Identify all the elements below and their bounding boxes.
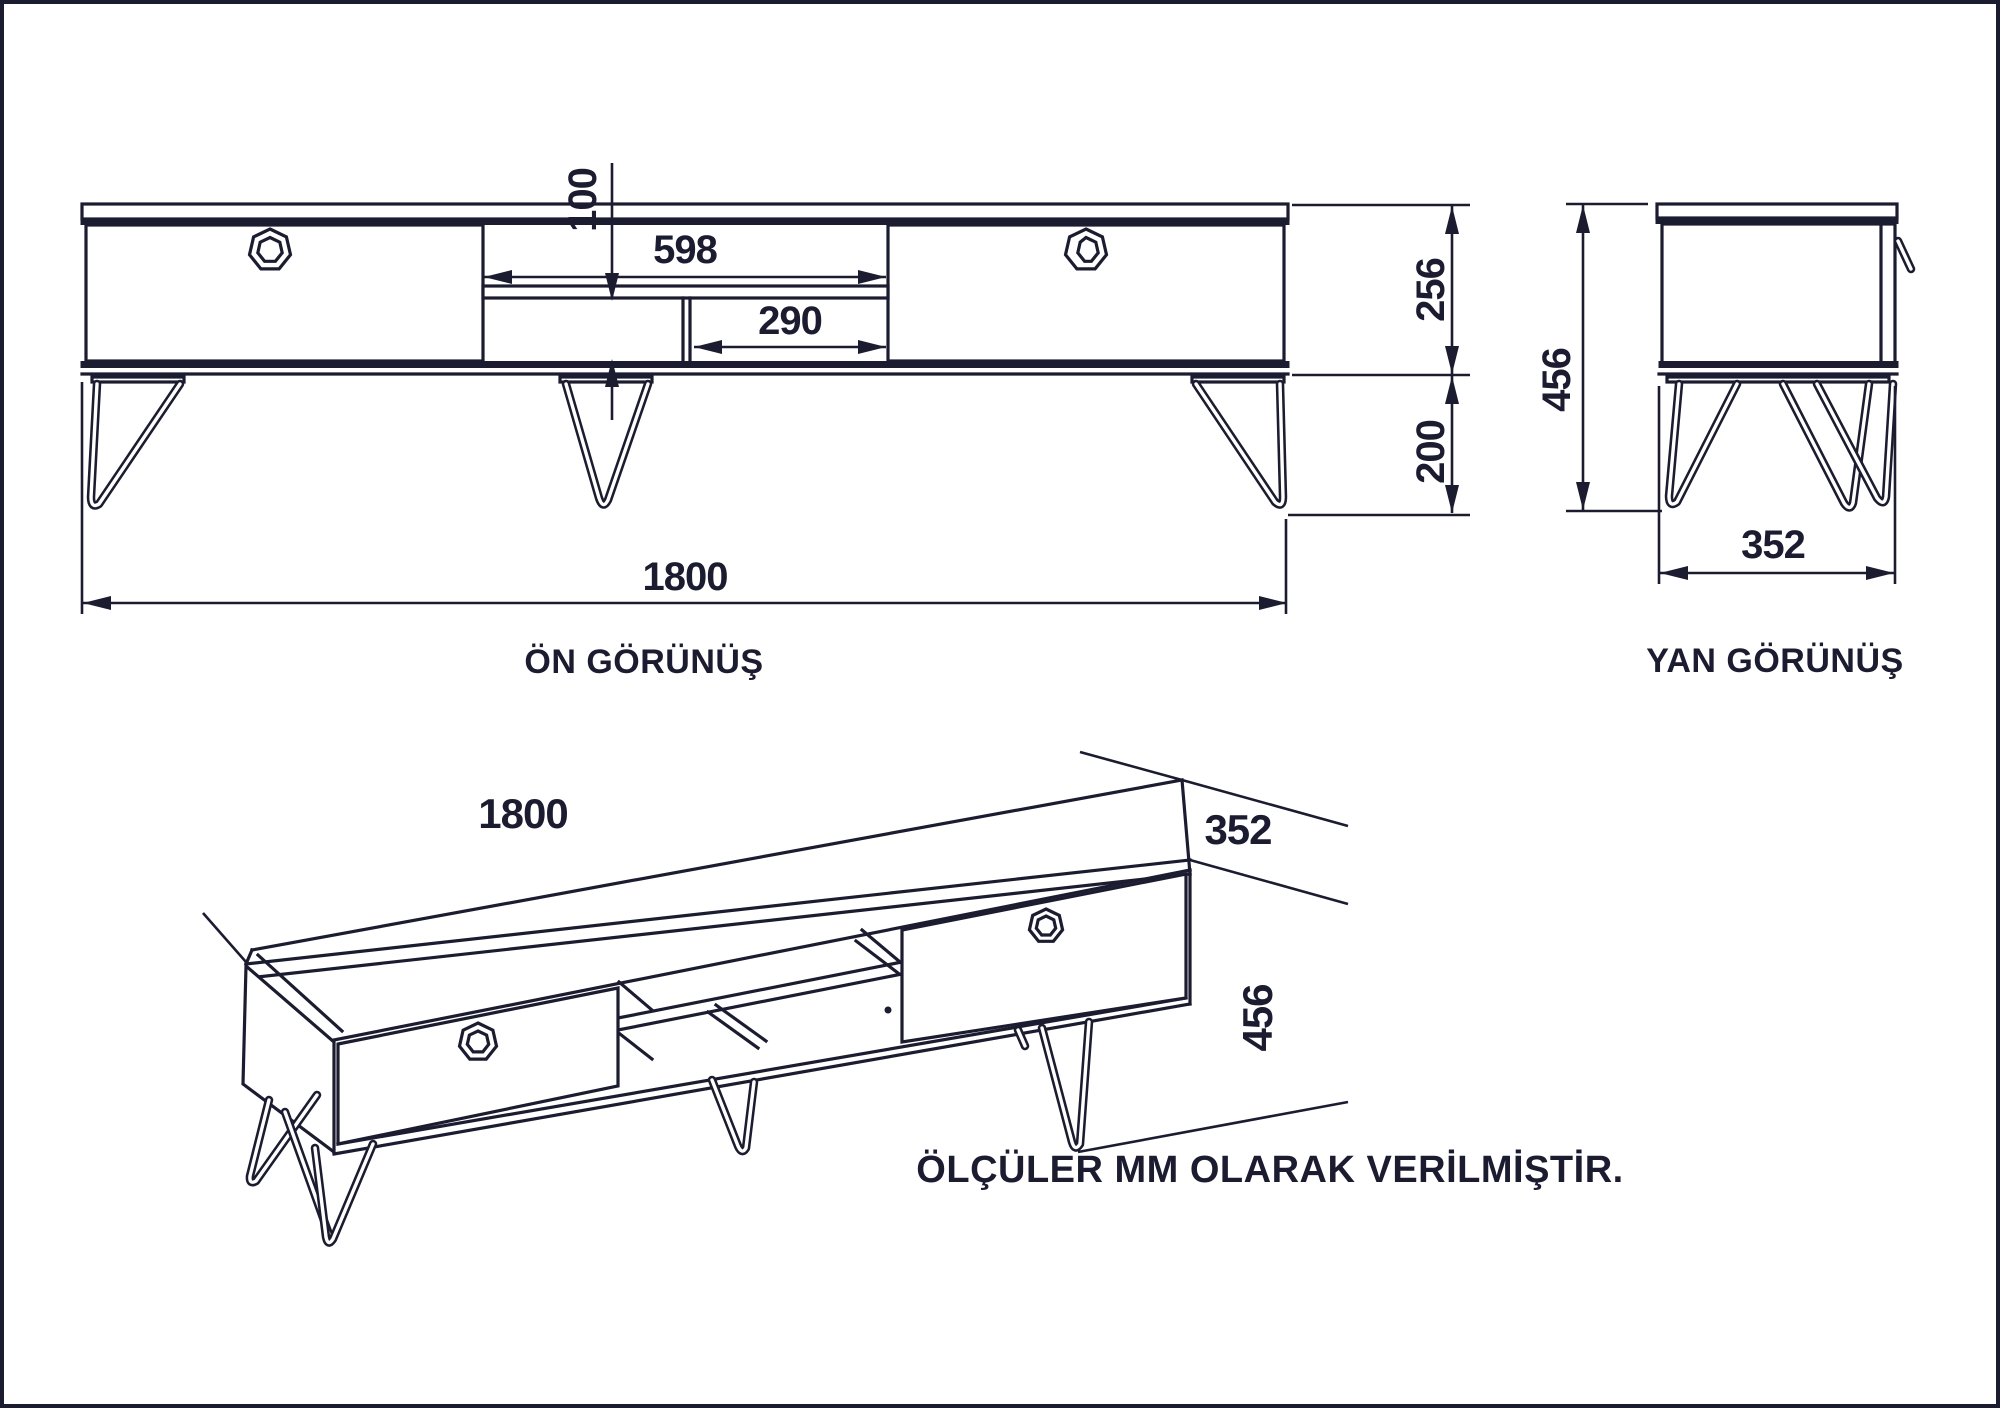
side-knob-icon-inner [1896,239,1913,271]
iso-carcass-top-edge [332,868,1192,1042]
side-dim-352-label: 352 [1741,523,1805,567]
iso-dim-352-label: 352 [1204,806,1271,853]
front-left-leg-plate [90,375,186,384]
iso-leader-1800-left [202,912,247,963]
front-dim-100-arrow-up [605,359,619,387]
iso-dim-456-ext-bottom [1077,1100,1349,1154]
front-dim-100-arrow-down [605,273,619,301]
side-dim-456-arrow-up [1576,205,1590,233]
front-right-leg-inner [1194,382,1285,507]
iso-leg-back-right-stub-inner [1016,1028,1027,1048]
front-view: 100 598 290 256 200 1800 ÖN GÖRÜNÜŞ [80,163,1470,681]
iso-left-panel-band [255,952,345,1034]
front-middle-shelf [481,284,890,300]
side-dim-352-arrow-left [1660,566,1688,580]
front-top-panel [80,202,1290,221]
side-top-panel [1655,202,1899,220]
iso-top-front-edge [244,858,1192,966]
iso-leg-back-left-inner [248,1093,319,1184]
iso-dim-352-ext-upper [1181,778,1349,828]
iso-dim-1800-label: 1800 [478,790,567,837]
front-dim-290-arrow-left [694,340,722,354]
front-left-knob-inner-icon [256,235,284,263]
front-view-label: ÖN GÖRÜNÜŞ [524,643,763,681]
front-dim-200-label: 200 [1409,420,1453,484]
iso-opening-right-wall-top [859,927,903,965]
iso-leg-front-right-inner [1040,1020,1091,1150]
iso-left-drawer [336,986,620,1146]
iso-left-knob-inner-icon [465,1029,491,1054]
front-dim-598-arrow-right [858,270,886,284]
iso-view: 1800 352 456 [202,750,1349,1247]
iso-dim-352-ext-lower [1189,858,1349,906]
front-dim-290-arrow-right [858,340,886,354]
side-leg-middle-inner [1781,382,1871,510]
iso-opening-left-wall-bottom [617,1031,655,1062]
front-dim-256-arrow-up [1445,206,1459,234]
iso-leader-1800-right [1079,750,1183,782]
front-dim-598-label: 598 [653,228,717,272]
front-dim-256-label: 256 [1409,258,1453,322]
front-dim-598-arrow-left [484,270,512,284]
front-dim-200-arrow-down [1445,485,1459,513]
front-dim-1800-arrow-left [83,596,111,610]
front-dim-1800-arrow-right [1259,596,1287,610]
iso-right-drawer [900,872,1188,1044]
front-left-leg-inner [89,382,182,508]
side-dim-456-arrow-down [1576,482,1590,510]
front-dim-100-label: 100 [561,168,605,232]
iso-bottom-band-line [336,996,1188,1146]
footer-note: ÖLÇÜLER MM OLARAK VERİLMİŞTİR. [916,1148,1623,1191]
iso-right-knob-inner-icon [1034,914,1058,937]
iso-opening-right-wall-edge [853,938,901,976]
front-right-knob-inner-icon [1076,235,1100,263]
iso-leg-front-middle-inner [710,1078,756,1153]
front-right-leg-plate [1190,375,1286,384]
side-view-label: YAN GÖRÜNÜŞ [1646,642,1903,680]
iso-carcass-bottom-edge [332,1002,1192,1156]
iso-top-panel-bottom-edge [246,872,1192,980]
iso-opening-left-wall-top [616,979,655,1013]
iso-cable-hole-dot [884,1006,892,1014]
side-leg-left-inner [1667,382,1739,506]
iso-divider-line-b [713,1002,769,1044]
side-leg-right-inner [1815,382,1895,504]
side-leg-plate [1665,375,1891,384]
front-middle-leg [561,379,653,509]
side-dim-456-label: 456 [1535,348,1579,412]
front-dim-256-arrow-down [1445,346,1459,374]
iso-shelf-bottom-line [616,972,904,1032]
side-dim-352-arrow-right [1866,566,1894,580]
iso-divider-line-a [705,1009,761,1051]
iso-top-back-edge [250,778,1184,952]
front-middle-leg-plate [558,375,654,384]
side-view: 456 352 YAN GÖRÜNÜŞ [1535,202,1916,680]
iso-top-right-cap [1180,778,1192,876]
front-dim-200-arrow-up [1445,376,1459,404]
iso-leg-front-left-inner [313,1142,375,1245]
iso-dim-456-label: 456 [1234,984,1281,1051]
front-dim-1800-label: 1800 [643,555,728,599]
iso-top-left-cap [243,947,255,967]
front-middle-leg-inner [564,382,650,507]
iso-shelf-top-line [616,960,904,1020]
front-dim-290-label: 290 [758,299,822,343]
side-body [1660,222,1897,365]
